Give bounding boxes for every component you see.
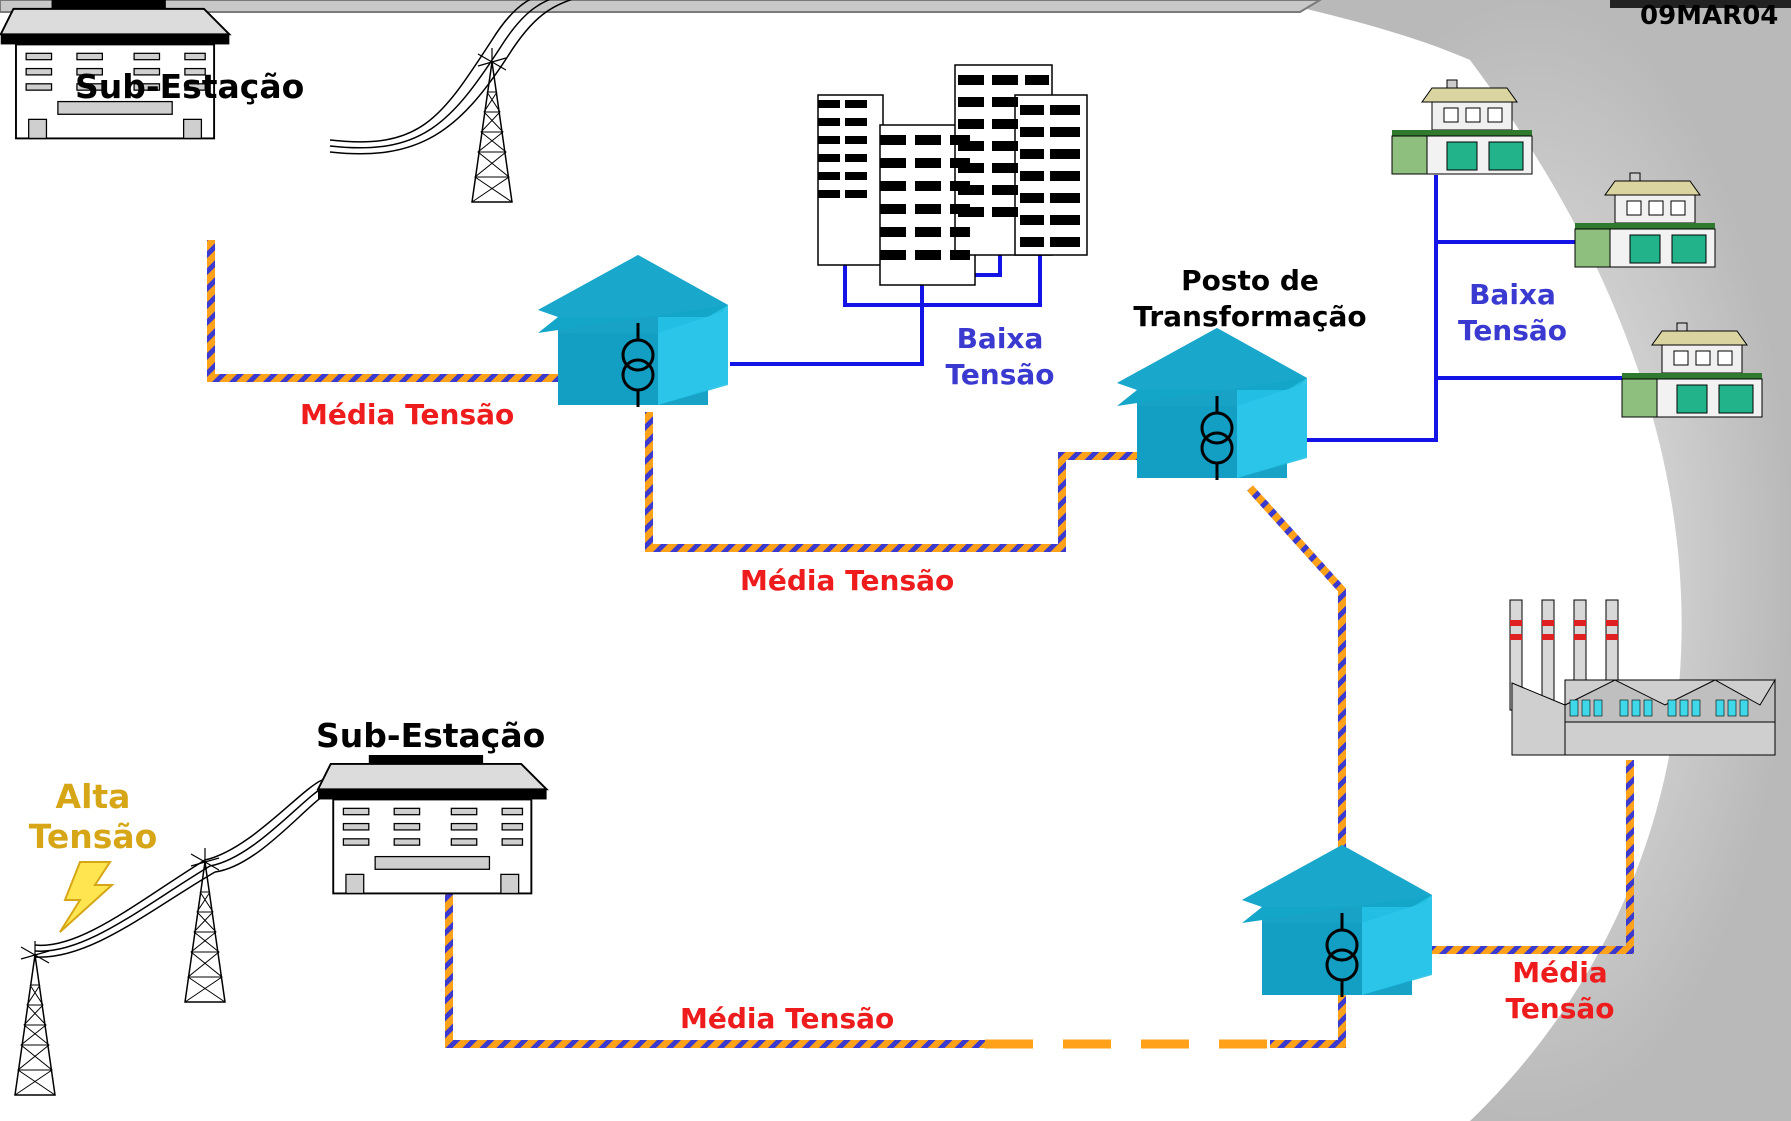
lightning-bolt-icon bbox=[59, 861, 115, 933]
high-voltage-label-line2: Tensão bbox=[28, 817, 158, 856]
transmission-tower-icon bbox=[471, 47, 513, 203]
medium-voltage-label: Média Tensão bbox=[1480, 955, 1640, 1027]
substation-2-building-icon bbox=[317, 754, 548, 895]
low-voltage-label: Baixa Tensão bbox=[925, 321, 1075, 393]
low-voltage-label-line1: Baixa bbox=[956, 322, 1044, 355]
transformer-house-3-icon bbox=[1242, 845, 1432, 999]
low-voltage-label-line2: Tensão bbox=[945, 358, 1055, 391]
transformer-post-label-line2: Transformação bbox=[1133, 300, 1367, 333]
transformer-post-label: Posto de Transformação bbox=[1115, 263, 1385, 335]
transformer-post-label-line1: Posto de bbox=[1181, 264, 1319, 297]
medium-voltage-label-line2: Tensão bbox=[1505, 992, 1615, 1025]
high-voltage-label: Alta Tensão bbox=[18, 777, 168, 857]
header-code: 09MAR04 bbox=[1640, 1, 1779, 31]
low-voltage-label: Baixa Tensão bbox=[1440, 277, 1585, 349]
medium-voltage-label: Média Tensão bbox=[300, 398, 515, 431]
substation-1-label: Sub-Estação bbox=[75, 67, 305, 106]
medium-voltage-label-line1: Média bbox=[1512, 956, 1608, 989]
low-voltage-label-line2: Tensão bbox=[1457, 314, 1568, 347]
medium-voltage-label: Média Tensão bbox=[680, 1002, 895, 1035]
medium-voltage-cables bbox=[207, 240, 1634, 1048]
substation-2-label: Sub-Estação bbox=[316, 716, 546, 755]
house-icon bbox=[1391, 79, 1533, 175]
transmission-tower-icon bbox=[14, 940, 56, 1096]
high-voltage-label-line1: Alta bbox=[55, 777, 131, 816]
transformer-house-2-icon bbox=[1117, 328, 1307, 482]
factory-icon bbox=[1509, 599, 1776, 756]
low-voltage-label-line1: Baixa bbox=[1469, 278, 1556, 311]
medium-voltage-label: Média Tensão bbox=[740, 564, 955, 597]
transformer-house-1-icon bbox=[538, 255, 728, 409]
apartment-buildings-icon bbox=[817, 64, 1088, 286]
